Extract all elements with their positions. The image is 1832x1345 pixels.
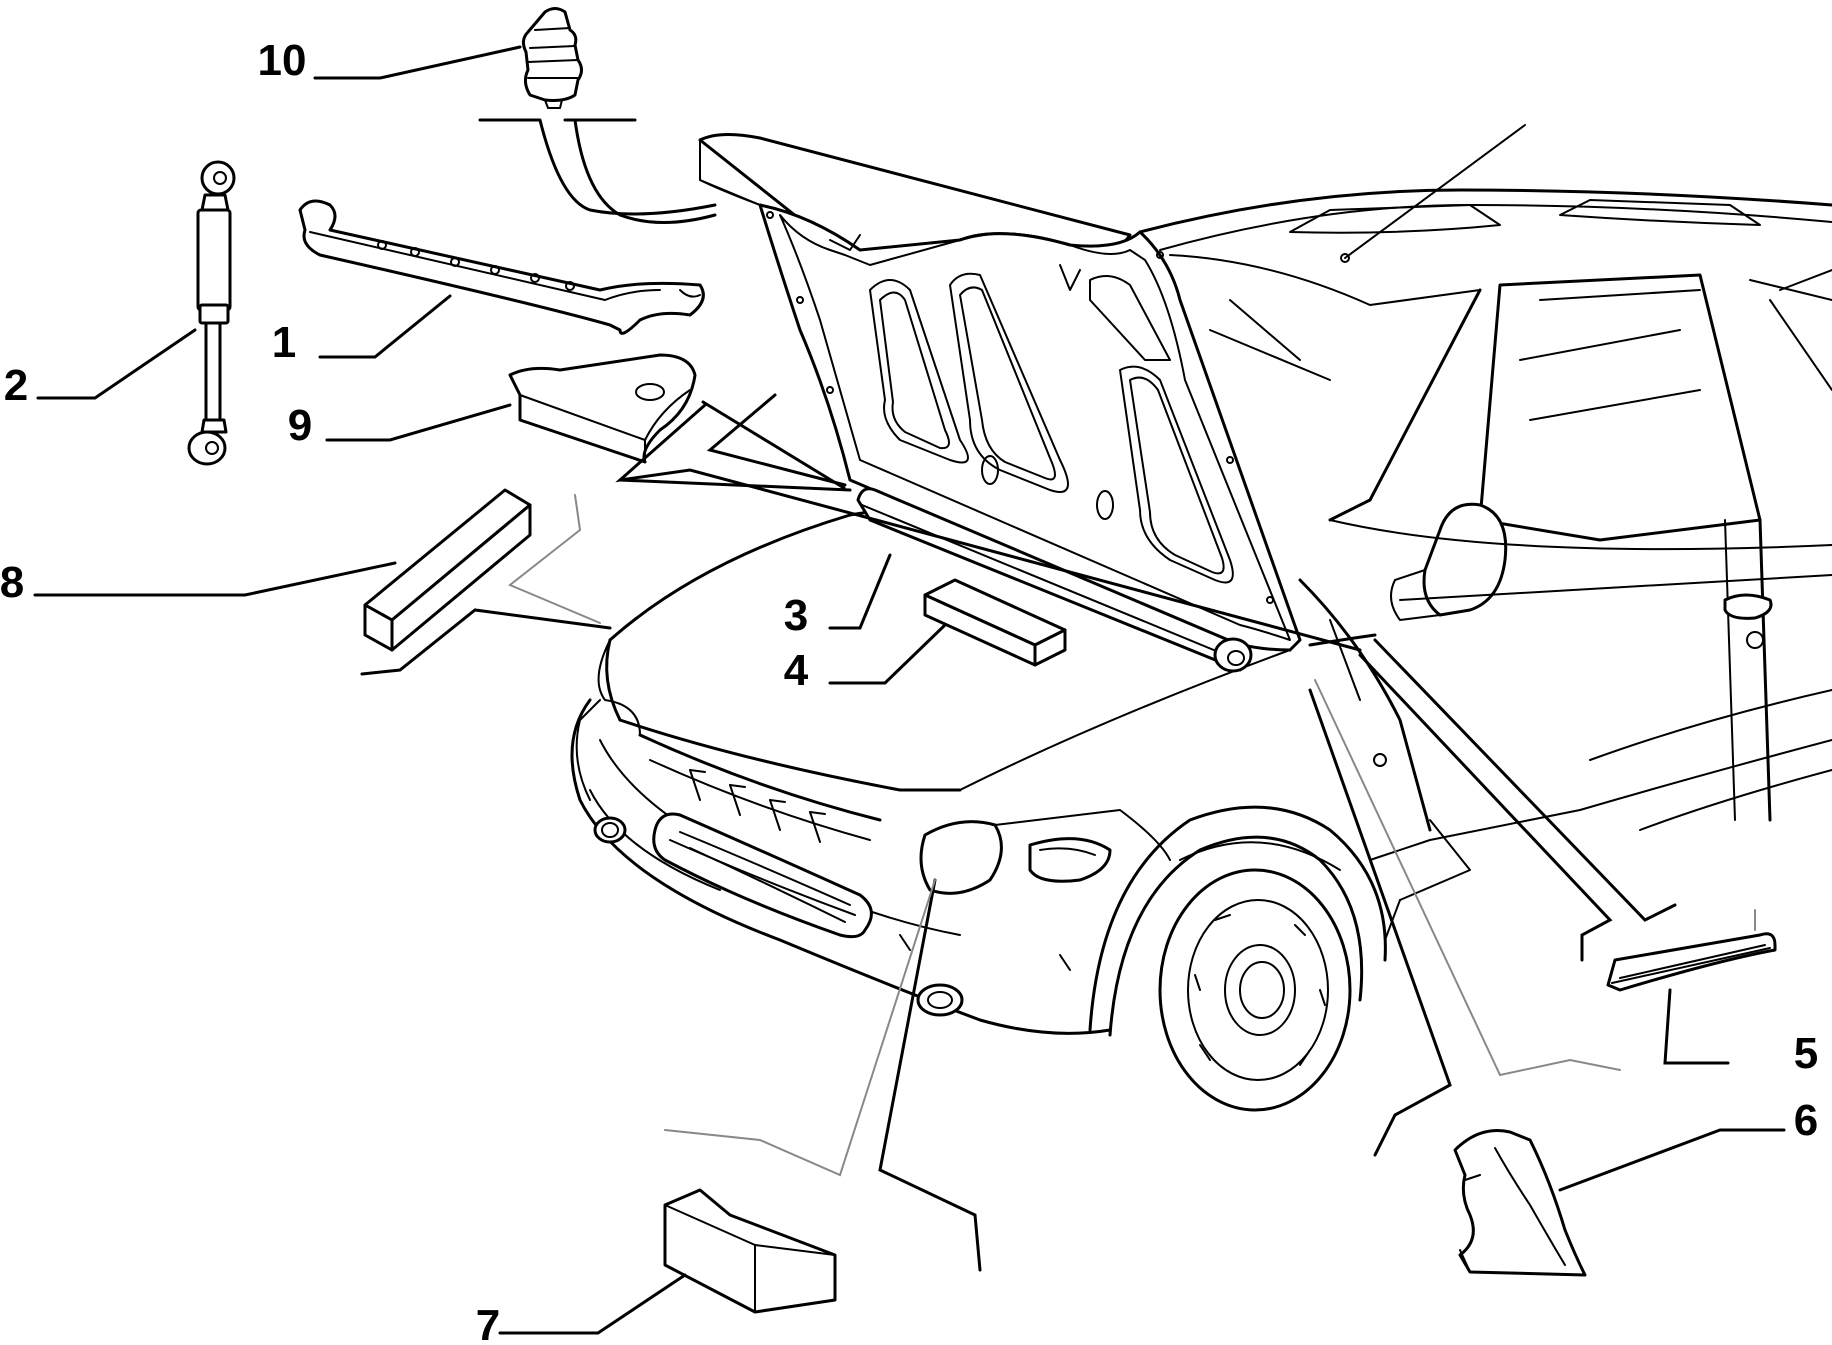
part-1-bracket (298, 199, 705, 335)
callout-6: 6 (1794, 1096, 1818, 1145)
part-4-foam-block (923, 578, 1067, 667)
callout-7: 7 (476, 1301, 500, 1345)
part-8-foam-block (363, 488, 532, 652)
callout-1: 1 (272, 318, 296, 367)
callout-9: 9 (288, 401, 312, 450)
part-10-rubber-buffer (478, 7, 717, 224)
part-3-seal-strip (856, 487, 1253, 673)
callout-10: 10 (258, 36, 307, 85)
callout-labels: 1 2 3 4 5 6 7 8 9 10 (0, 36, 1818, 1345)
part-7-foam-block (663, 1188, 837, 1314)
car-body (570, 124, 1832, 1112)
open-bonnet (698, 133, 1302, 652)
leader-lines (33, 45, 1786, 1335)
callout-3: 3 (784, 591, 808, 640)
part-9-insulation-pad (508, 353, 697, 464)
callout-5: 5 (1794, 1029, 1818, 1078)
callout-4: 4 (784, 646, 809, 695)
part-6-corner-pad (1453, 1129, 1587, 1277)
part-5-seal (1606, 932, 1777, 992)
callout-2: 2 (4, 361, 28, 410)
callout-8: 8 (0, 558, 24, 607)
part-2-gas-strut (187, 160, 236, 466)
